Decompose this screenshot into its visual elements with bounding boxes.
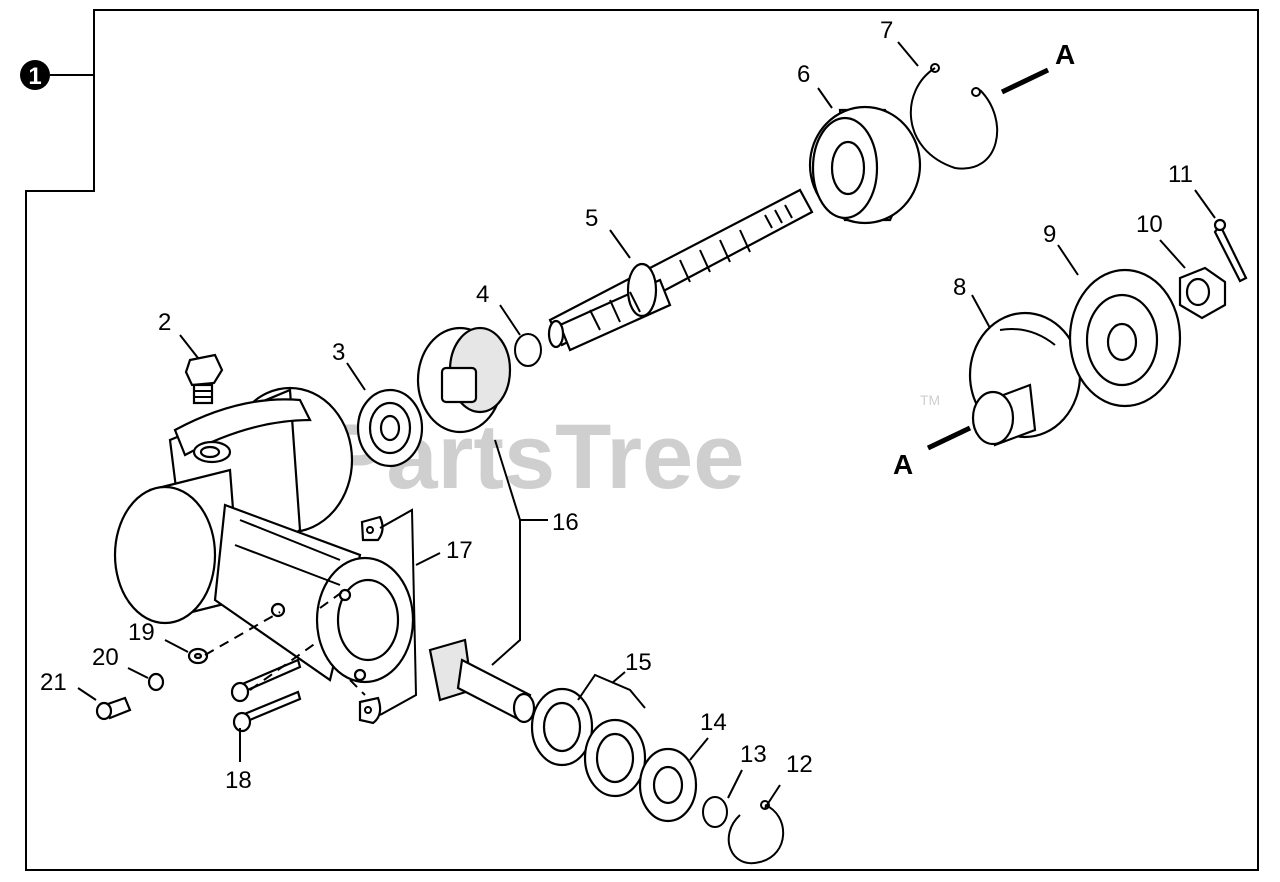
- label-part-6: 6: [797, 61, 810, 88]
- part-8-flange[interactable]: [968, 311, 1082, 447]
- part-16-pinion-gear-lower[interactable]: [428, 638, 536, 724]
- leader-lines: [77, 41, 1216, 809]
- reference-marker-a-bottom: A: [893, 449, 913, 480]
- label-part-12: 12: [786, 751, 813, 778]
- diagram-frame: [25, 9, 1259, 871]
- part-13-ring[interactable]: [702, 796, 728, 828]
- callout-number: 1: [28, 63, 41, 90]
- part-7-circlip[interactable]: [909, 63, 999, 170]
- label-part-15: 15: [625, 649, 652, 676]
- part-4-snap-ring[interactable]: [514, 333, 542, 367]
- part-14-seal[interactable]: [638, 747, 698, 823]
- label-part-11: 11: [1168, 161, 1193, 188]
- gear-case-housing[interactable]: [113, 386, 415, 684]
- part-21-screw[interactable]: [95, 696, 132, 721]
- label-part-5: 5: [585, 205, 598, 232]
- label-part-13: 13: [740, 741, 767, 768]
- reference-marker-a-top: A: [1055, 39, 1075, 70]
- part-16-bevel-gear-upper[interactable]: [416, 326, 512, 434]
- label-part-7: 7: [880, 17, 893, 44]
- assembly-dash-lines: [204, 589, 366, 696]
- part-9-cover-plate[interactable]: [1068, 268, 1182, 408]
- label-part-2: 2: [158, 309, 171, 336]
- watermark-tm: TM: [920, 392, 940, 408]
- label-part-18: 18: [225, 767, 252, 794]
- callout-1: 1: [20, 60, 94, 90]
- label-part-8: 8: [953, 274, 966, 301]
- part-18-screws[interactable]: [230, 658, 302, 733]
- label-part-4: 4: [476, 281, 489, 308]
- part-2-bolt[interactable]: [184, 353, 224, 405]
- part-19-washer[interactable]: [187, 647, 209, 665]
- label-part-9: 9: [1043, 221, 1056, 248]
- label-part-10: 10: [1136, 211, 1163, 238]
- label-part-19: 19: [128, 619, 155, 646]
- part-10-nut[interactable]: [1178, 266, 1227, 320]
- label-part-20: 20: [92, 644, 119, 671]
- part-3-bearing[interactable]: [356, 388, 424, 468]
- label-part-17: 17: [446, 537, 473, 564]
- part-6-bearing[interactable]: [808, 105, 922, 225]
- part-11-cotter-pin[interactable]: [1213, 218, 1248, 283]
- part-labels: 2 3 4 5 6 7 8 9 10 11 12 13 14 15 16 17 …: [40, 17, 1193, 794]
- label-part-14: 14: [700, 709, 727, 736]
- part-5-shaft[interactable]: [547, 188, 814, 352]
- part-12-circlip[interactable]: [727, 800, 785, 865]
- label-part-3: 3: [332, 339, 345, 366]
- part-17-gasket-set[interactable]: [358, 515, 384, 725]
- label-part-21: 21: [40, 669, 67, 696]
- part-20-lock-washer[interactable]: [147, 672, 165, 692]
- part-15-bearings[interactable]: [530, 687, 647, 798]
- label-part-16: 16: [552, 509, 579, 536]
